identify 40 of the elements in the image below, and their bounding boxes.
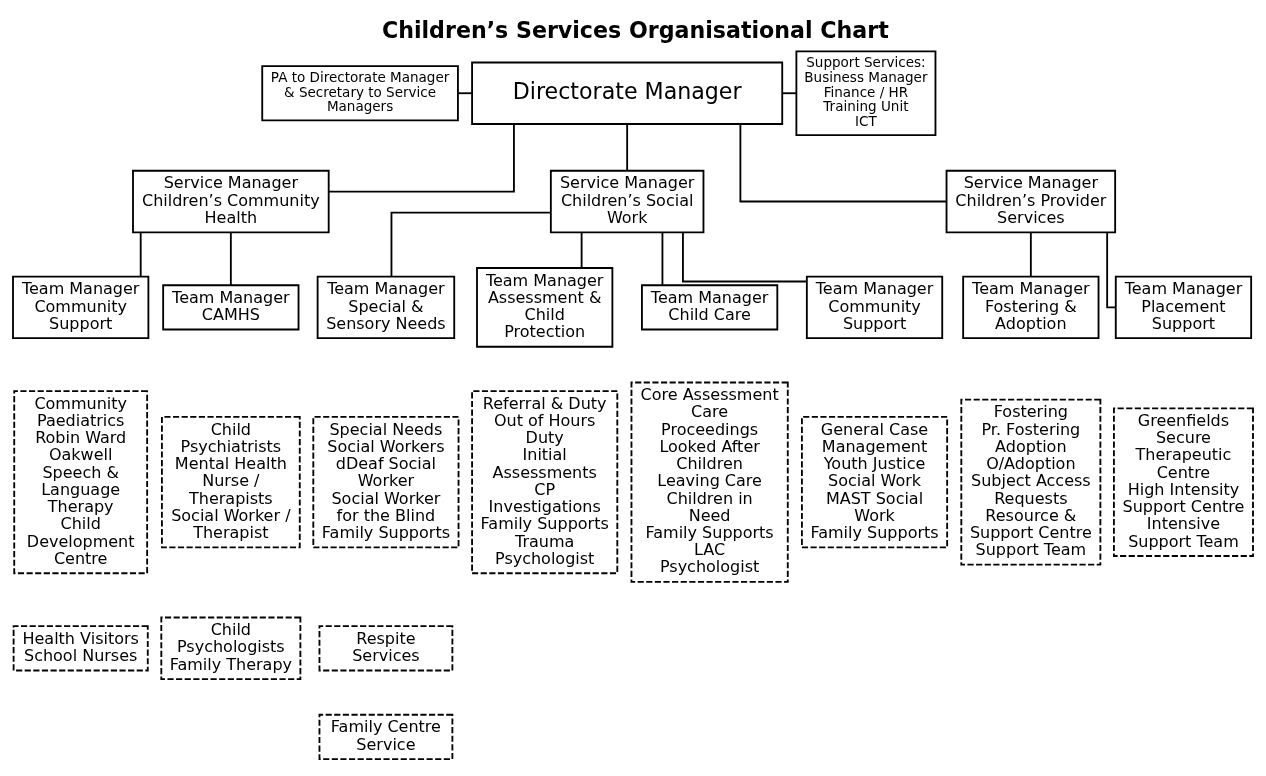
node-box: Health Visitors School Nurses: [12, 625, 149, 672]
node-box: Team Manager CAMHS: [162, 284, 300, 331]
connector: [139, 231, 142, 278]
connector: [781, 92, 797, 95]
node-box: Team Manager Special & Sensory Needs: [316, 275, 456, 340]
node-box: Service Manager Children’s Community Health: [132, 169, 330, 234]
node-box: Greenfields Secure Therapeutic Centre High Intensity Support Centre Intensive Support Team: [1113, 407, 1254, 557]
node-box: Family Centre Service: [318, 713, 454, 760]
node-box: Team Manager Fostering & Adoption: [962, 275, 1100, 340]
connector: [1029, 231, 1032, 278]
node-box: Referral & Duty Out of Hours Duty Initial Assessments CP Investigations Family Supports Trauma Psychologist: [471, 390, 619, 575]
connector: [328, 123, 515, 193]
node-box: Directorate Manager: [471, 61, 784, 125]
node-box: Community Paediatrics Robin Ward Oakwell Speech & Language Therapy Child Development Centre: [13, 390, 149, 575]
node-box: Support Services: Business Manager Finance / HR Training Unit ICT: [795, 50, 937, 136]
connector: [457, 92, 473, 95]
node-box: Team Manager Child Care: [641, 284, 779, 331]
node-box: Special Needs Social Workers dDeaf Social Worker Social Worker for the Blind Family Supports: [312, 416, 460, 549]
connector: [682, 231, 808, 283]
node-box: Fostering Pr. Fostering Adoption O/Adoption Subject Access Requests Resource & Support Centre Support Team: [960, 398, 1102, 566]
node-box: General Case Management Youth Justice Social Work MAST Social Work Family Supports: [801, 416, 949, 549]
node-box: Child Psychiatrists Mental Health Nurse / Therapists Social Worker / Therapist: [161, 416, 301, 549]
node-box: Service Manager Children’s Provider Services: [945, 169, 1117, 234]
diagram-title: Children’s Services Organisational Chart: [381, 17, 889, 44]
node-box: Team Manager Community Support: [12, 275, 150, 340]
node-box: Team Manager Assessment & Child Protection: [476, 267, 614, 348]
node-box: Team Manager Community Support: [805, 275, 944, 340]
connector: [1106, 231, 1117, 309]
connector: [580, 231, 583, 269]
connector: [739, 123, 948, 203]
node-box: Service Manager Children’s Social Work: [549, 169, 705, 234]
node-box: Child Psychologists Family Therapy: [160, 616, 302, 680]
node-box: Respite Services: [318, 625, 454, 672]
connector: [390, 211, 552, 278]
node-box: Team Manager Placement Support: [1114, 275, 1253, 340]
connector: [626, 123, 629, 172]
node-box: PA to Directorate Manager & Secretary to Service Managers: [261, 65, 459, 122]
connector: [661, 231, 664, 287]
connector: [229, 231, 232, 287]
node-box: Core Assessment Care Proceedings Looked After Children Leaving Care Children in Need Family Supports LAC Psychologist: [630, 381, 789, 583]
